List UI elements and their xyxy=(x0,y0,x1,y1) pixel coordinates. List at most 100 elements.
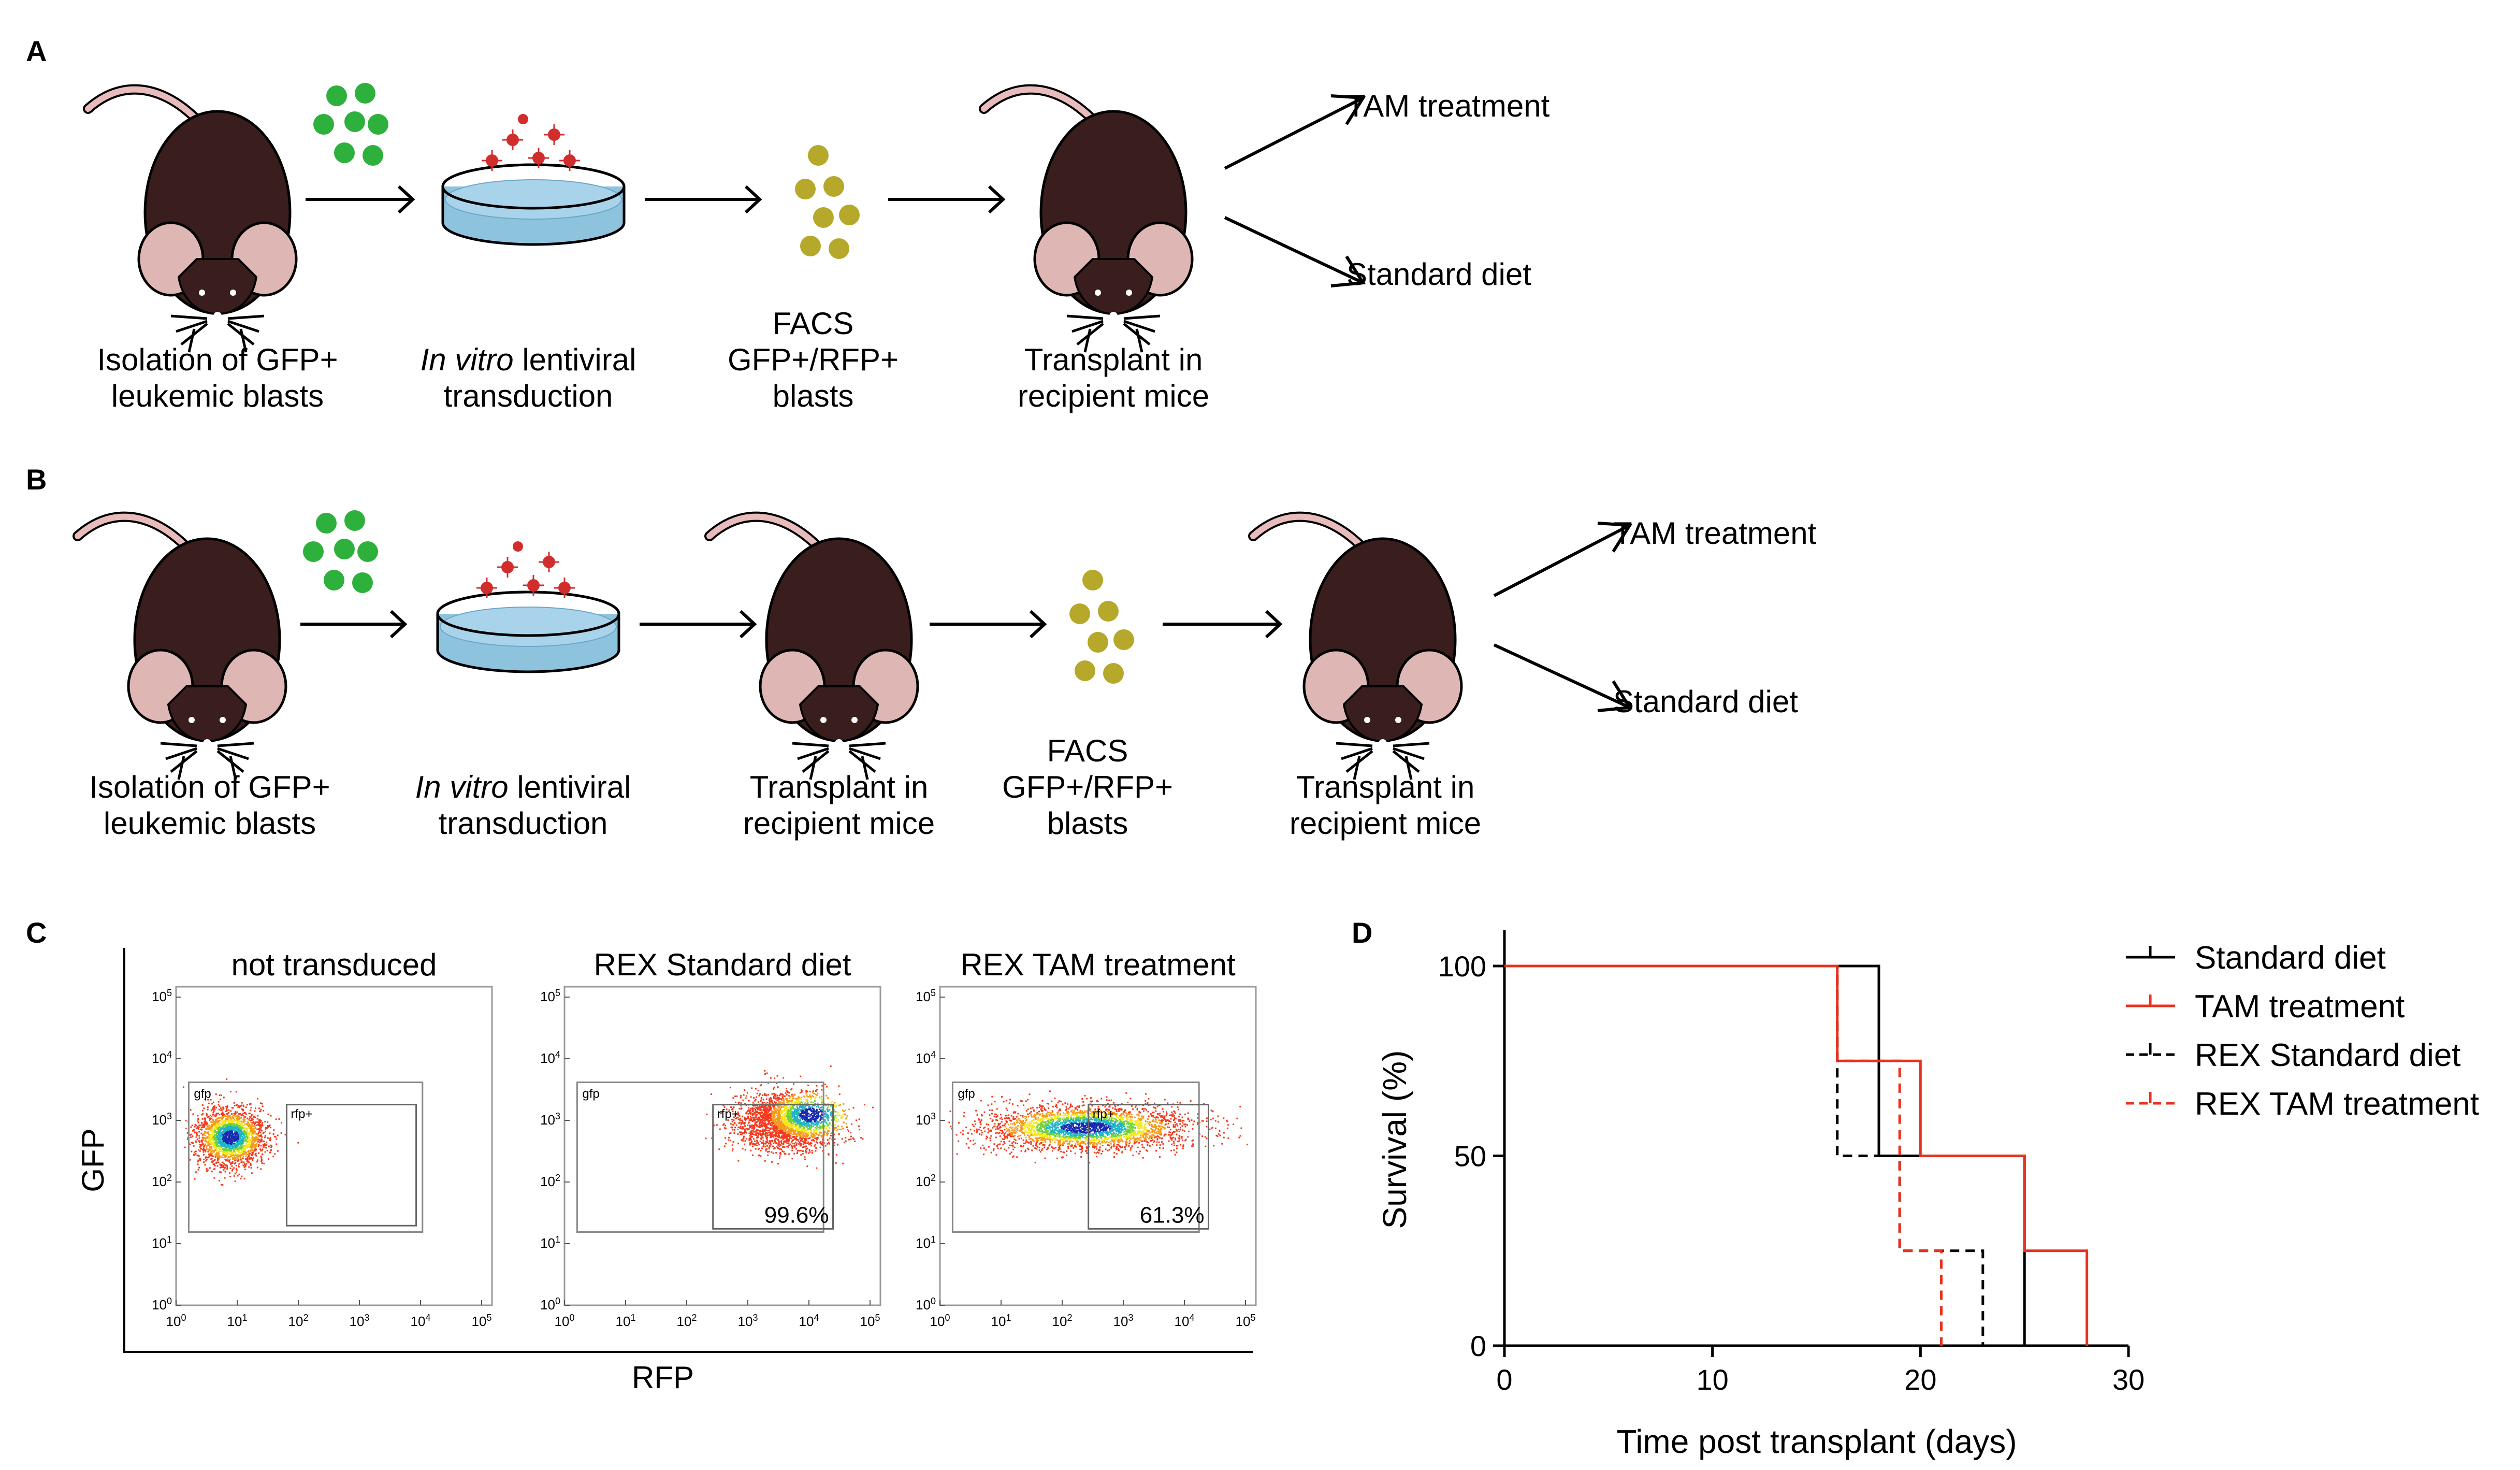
arrow-up xyxy=(1493,524,1630,597)
facs-y-tick: 102 xyxy=(916,1173,936,1189)
panel-letter-b: B xyxy=(26,463,47,496)
facs-y-tick: 103 xyxy=(916,1111,936,1128)
facs-x-tick: 103 xyxy=(738,1313,758,1329)
facs-y-tick: 104 xyxy=(540,1049,560,1066)
outcome-label: TAM treatment xyxy=(1613,516,1817,551)
panel-letter-c: C xyxy=(26,916,47,949)
facs-x-tick: 102 xyxy=(1052,1313,1073,1329)
green-cells-icon xyxy=(313,83,388,166)
outcome-label: Standard diet xyxy=(1346,257,1531,292)
facs-y-tick: 102 xyxy=(540,1173,560,1189)
facs-y-tick: 100 xyxy=(152,1296,172,1313)
gfp-gate xyxy=(187,1082,424,1233)
outcome-label: TAM treatment xyxy=(1346,89,1550,123)
facs-x-tick: 104 xyxy=(411,1313,431,1329)
facs-y-tick: 100 xyxy=(540,1296,560,1313)
gate-percent: 61.3% xyxy=(1140,1202,1205,1228)
facs-x-tick: 100 xyxy=(166,1313,186,1329)
step-label: In vitro lentiviral xyxy=(421,342,636,377)
facs-y-tick: 101 xyxy=(152,1234,172,1251)
rfp-gate xyxy=(712,1104,834,1230)
km-series-line xyxy=(1504,964,1943,1346)
rfp-gate xyxy=(1088,1104,1209,1230)
yellow-cells-icon xyxy=(795,145,860,259)
rfp-gate xyxy=(286,1104,417,1227)
arrow-head xyxy=(1597,522,1633,553)
arrow-up xyxy=(1224,97,1363,170)
gfp-gate xyxy=(576,1082,824,1233)
facs-x-tick: 101 xyxy=(227,1313,248,1329)
gate-label: rfp+ xyxy=(717,1107,739,1121)
step-label: FACS xyxy=(773,306,854,341)
panel-letter-a: A xyxy=(26,35,47,67)
km-series-line xyxy=(1504,964,2089,1346)
facs-x-tick: 105 xyxy=(472,1313,492,1329)
step-label: Transplant in xyxy=(750,770,929,804)
step-label: leukemic blasts xyxy=(104,806,316,841)
step-label: blasts xyxy=(1047,806,1128,841)
mouse-icon xyxy=(984,90,1192,352)
facs-y-tick: 105 xyxy=(540,988,560,1004)
facs-x-tick: 104 xyxy=(1175,1313,1195,1329)
km-ylabel: Survival (%) xyxy=(1376,1050,1413,1229)
km-y-tick-label: 100 xyxy=(1438,950,1486,983)
facs-x-tick: 100 xyxy=(555,1313,575,1329)
gate-label: rfp+ xyxy=(291,1107,313,1121)
step-label: transduction xyxy=(439,806,608,841)
facs-y-tick: 101 xyxy=(916,1234,936,1251)
panel-letter-d: D xyxy=(1352,916,1372,949)
facs-frame xyxy=(123,948,1253,1353)
facs-ylabel: GFP xyxy=(76,1128,110,1192)
facs-y-tick: 100 xyxy=(916,1296,936,1313)
arrow-head xyxy=(389,610,408,639)
facs-x-tick: 101 xyxy=(616,1313,636,1329)
step-label: Isolation of GFP+ xyxy=(97,342,338,377)
facs-y-tick: 104 xyxy=(916,1049,936,1066)
arrow-down xyxy=(1493,643,1630,709)
facs-x-tick: 100 xyxy=(930,1313,950,1329)
km-x-tick-label: 0 xyxy=(1496,1363,1512,1396)
arrow-head xyxy=(1265,610,1283,639)
km-x-tick-label: 30 xyxy=(2112,1363,2145,1396)
facs-xlabel: RFP xyxy=(632,1360,694,1395)
step-label: Isolation of GFP+ xyxy=(89,770,330,804)
gate-percent: 99.6% xyxy=(764,1202,829,1228)
legend-label: TAM treatment xyxy=(2195,989,2405,1025)
step-label: Transplant in xyxy=(1024,342,1203,377)
step-label: recipient mice xyxy=(743,806,935,841)
step-label: GFP+/RFP+ xyxy=(1002,770,1173,804)
step-label: FACS xyxy=(1047,733,1128,768)
step-label: recipient mice xyxy=(1018,379,1209,413)
arrow-head xyxy=(397,185,415,214)
facs-plot-frame xyxy=(563,986,881,1306)
facs-x-tick: 102 xyxy=(288,1313,309,1329)
gate-label: rfp+ xyxy=(1093,1107,1114,1121)
step-label: leukemic blasts xyxy=(111,379,324,413)
arrow-head xyxy=(1330,94,1366,125)
gfp-gate xyxy=(951,1082,1200,1233)
mouse-icon xyxy=(88,90,296,352)
step-label: transduction xyxy=(444,379,613,413)
facs-dots xyxy=(948,1090,1248,1164)
facs-y-tick: 103 xyxy=(540,1111,560,1128)
facs-y-tick: 102 xyxy=(152,1173,172,1189)
arrow-head xyxy=(1330,255,1366,287)
step-label: In vitro lentiviral xyxy=(415,770,631,804)
mouse-icon xyxy=(1253,517,1461,780)
facs-dots xyxy=(182,1078,299,1186)
km-y-tick-label: 0 xyxy=(1470,1330,1486,1362)
facs-y-tick: 105 xyxy=(152,988,172,1004)
gate-label: gfp xyxy=(194,1087,211,1101)
facs-x-tick: 105 xyxy=(1236,1313,1256,1329)
facs-y-tick: 105 xyxy=(916,988,936,1004)
facs-plot: not transduced10010010110110210210310310… xyxy=(152,947,493,1329)
dish-icon xyxy=(443,114,624,244)
facs-dots xyxy=(705,1065,874,1169)
step-label: recipient mice xyxy=(1290,806,1481,841)
km-y-tick-label: 50 xyxy=(1454,1140,1486,1173)
green-cells-icon xyxy=(303,510,378,593)
dish-icon xyxy=(438,541,619,672)
